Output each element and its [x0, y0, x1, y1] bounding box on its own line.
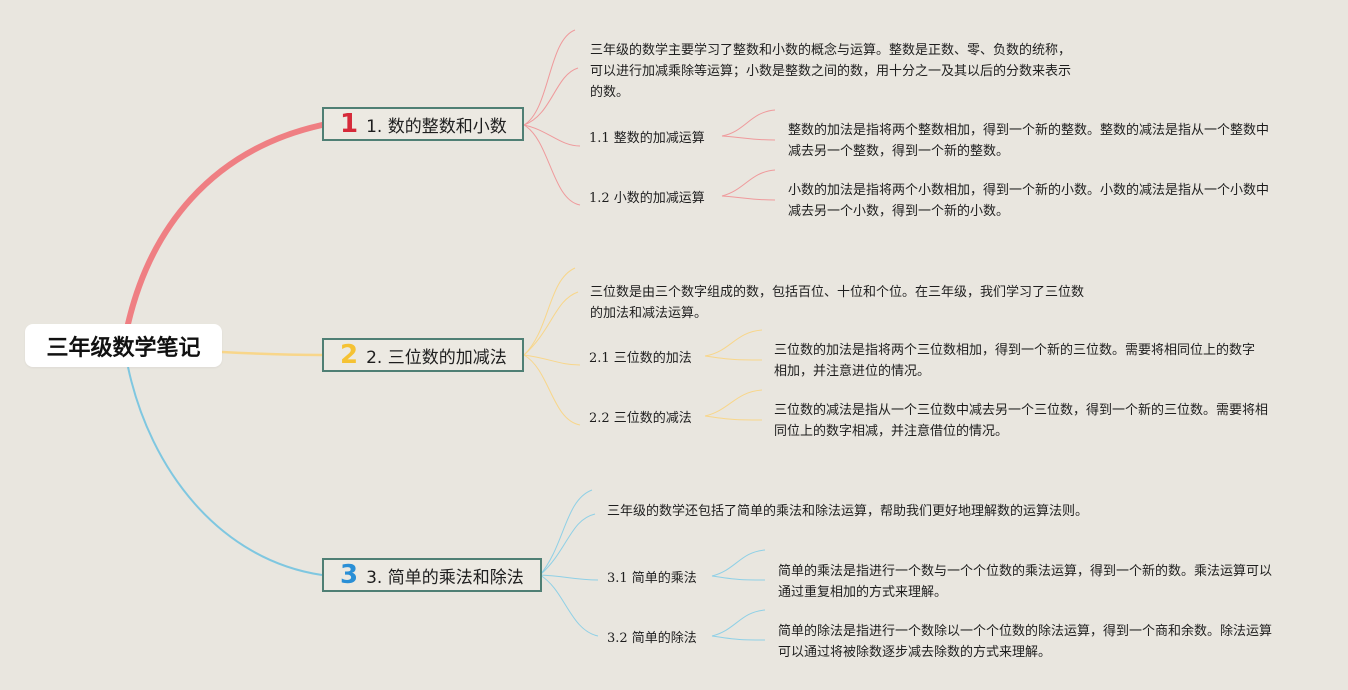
subtopic-1-2[interactable]: 1.2 小数的加减运算: [589, 191, 705, 206]
connector-1-summary: [523, 29, 576, 126]
connector-3-2-detail-b: [711, 635, 766, 641]
subtopic-1-1-detail[interactable]: 整数的加法是指将两个整数相加，得到一个新的整数。整数的减法是指从一个整数中减去另…: [788, 123, 1270, 159]
connector-1-2-detail-b: [721, 195, 776, 201]
connector-root-branch-3: [127, 366, 323, 576]
connector-2-summary: [523, 267, 576, 356]
subtopic-1-2-detail[interactable]: 小数的加法是指将两个小数相加，得到一个新的小数。小数的减法是指从一个小数中减去另…: [788, 183, 1270, 219]
connector-3-sub-1: [539, 574, 599, 581]
connector-1-1-detail: [721, 109, 776, 137]
connector-2-1-detail-b: [704, 355, 763, 361]
branch-topic-3-label: 3. 简单的乘法和除法: [366, 567, 524, 588]
branch-topic-2[interactable]: 2 2. 三位数的加减法: [322, 338, 524, 372]
number-one-badge-icon: 1: [340, 109, 359, 139]
subtopic-3-2[interactable]: 3.2 简单的除法: [607, 631, 697, 646]
connector-3-2-detail: [711, 609, 766, 637]
connector-1-1-detail-b: [721, 135, 776, 141]
root-topic[interactable]: 三年级数学笔记: [25, 324, 222, 367]
subtopic-3-2-detail[interactable]: 简单的除法是指进行一个数除以一个个位数的除法运算，得到一个商和余数。除法运算可以…: [778, 624, 1273, 660]
connector-3-summary: [539, 489, 593, 576]
connector-2-sub-2: [523, 354, 581, 426]
subtopic-2-1-detail[interactable]: 三位数的加法是指将两个三位数相加，得到一个新的三位数。需要将相同位上的数字相加，…: [774, 343, 1256, 379]
branch-2-summary[interactable]: 三位数是由三个数字组成的数，包括百位、十位和个位。在三年级，我们学习了三位数的加…: [590, 285, 1085, 321]
connector-1-summary-b: [523, 67, 579, 126]
connector-2-2-detail-b: [704, 415, 763, 421]
connector-2-summary-b: [523, 291, 579, 356]
subtopic-2-1[interactable]: 2.1 三位数的加法: [589, 351, 692, 366]
connector-2-1-detail: [704, 329, 763, 357]
number-three-badge-icon: 3: [340, 560, 359, 590]
connector-3-summary-b: [539, 513, 596, 576]
subtopic-2-2-detail[interactable]: 三位数的减法是指从一个三位数中减去另一个三位数，得到一个新的三位数。需要将相同位…: [774, 403, 1269, 439]
connector-root-branch-1: [125, 122, 325, 327]
connector-2-2-detail: [704, 389, 763, 417]
subtopic-3-1[interactable]: 3.1 简单的乘法: [607, 571, 697, 586]
subtopic-1-1[interactable]: 1.1 整数的加减运算: [589, 131, 705, 146]
branch-topic-3[interactable]: 3 3. 简单的乘法和除法: [322, 558, 542, 592]
branch-topic-1[interactable]: 1 1. 数的整数和小数: [322, 107, 524, 141]
root-topic-label: 三年级数学笔记: [46, 335, 201, 361]
branch-1-summary[interactable]: 三年级的数学主要学习了整数和小数的概念与运算。整数是正数、零、负数的统称，可以进…: [590, 43, 1072, 100]
connector-1-2-detail: [721, 169, 776, 197]
connector-3-1-detail-b: [711, 575, 766, 581]
connector-3-1-detail: [711, 549, 766, 577]
connector-3-sub-2: [539, 574, 599, 637]
connector-2-sub-1: [523, 354, 581, 366]
branch-topic-2-label: 2. 三位数的加减法: [366, 347, 507, 368]
branch-topic-1-label: 1. 数的整数和小数: [366, 116, 507, 137]
branch-3-summary[interactable]: 三年级的数学还包括了简单的乘法和除法运算，帮助我们更好地理解数的运算法则。: [607, 504, 1089, 519]
connector-1-sub-1: [523, 124, 581, 147]
connector-1-sub-2: [523, 124, 581, 206]
number-two-badge-icon: 2: [340, 340, 359, 370]
connector-root-branch-2: [221, 350, 323, 357]
subtopic-2-2[interactable]: 2.2 三位数的减法: [589, 411, 692, 426]
subtopic-3-1-detail[interactable]: 简单的乘法是指进行一个数与一个个位数的乘法运算，得到一个新的数。乘法运算可以通过…: [778, 564, 1273, 600]
